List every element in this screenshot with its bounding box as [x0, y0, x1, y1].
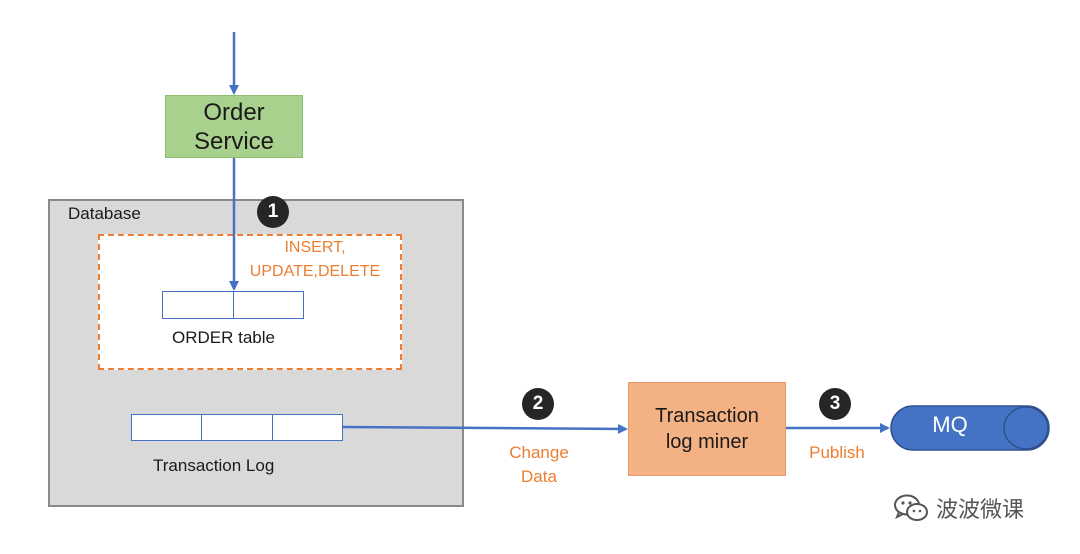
step-2-badge: 2: [522, 388, 554, 420]
watermark-text: 波波微课: [936, 497, 1025, 522]
change-data-line1: Change: [509, 443, 569, 462]
step-3-badge: 3: [819, 388, 851, 420]
transaction-log-shape: [131, 414, 343, 441]
change-data-line2: Data: [521, 467, 557, 486]
miner-line1: Transaction: [655, 405, 759, 427]
order-service-line2: Service: [193, 127, 275, 155]
order-table-label: ORDER table: [172, 328, 275, 347]
mq-label: MQ: [932, 412, 968, 437]
arrow-log-to-miner: [342, 423, 628, 434]
miner-line2: log miner: [665, 431, 749, 453]
change-data-label: Change Data: [495, 441, 583, 489]
mq-shape-end: [1003, 406, 1049, 450]
transaction-log-cell: [132, 415, 203, 440]
order-table-cell: [163, 292, 234, 318]
transaction-log-miner-box: Transaction log miner: [628, 382, 786, 476]
wechat-icon: [894, 494, 928, 521]
order-service-line1: Order: [203, 98, 265, 126]
database-label: Database: [68, 204, 141, 223]
watermark: 波波微课: [892, 492, 1024, 524]
transaction-log-label: Transaction Log: [153, 456, 275, 475]
operations-label: INSERT, UPDATE,DELETE: [240, 236, 390, 284]
order-service-box: Order Service: [165, 95, 303, 158]
operations-line1: INSERT,: [284, 239, 346, 256]
publish-label: Publish: [809, 443, 865, 462]
transaction-log-cell: [202, 415, 273, 440]
write-region-dashed-box: [98, 234, 402, 370]
step-1-badge: 1: [257, 196, 289, 228]
order-table-shape: [162, 291, 304, 319]
operations-line2: UPDATE,DELETE: [249, 263, 381, 280]
